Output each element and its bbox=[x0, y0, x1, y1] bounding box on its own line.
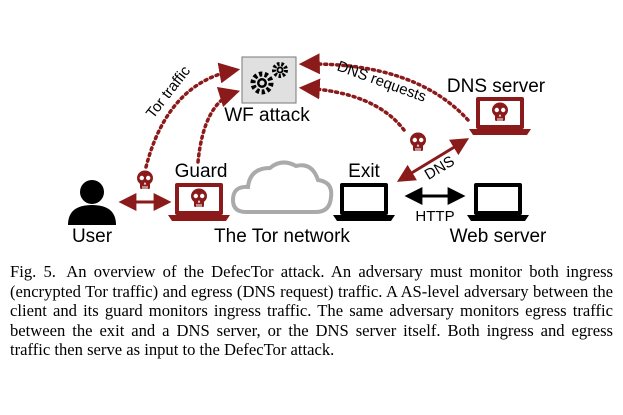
tor-traffic-arrow bbox=[144, 62, 241, 169]
wf-attack-label: WF attack bbox=[224, 105, 310, 126]
figure-number: Fig. 5. bbox=[10, 262, 56, 281]
http-label: HTTP bbox=[415, 208, 454, 225]
figure-caption: Fig. 5. An overview of the DefecTor atta… bbox=[10, 262, 613, 360]
guard-to-wf-arrow bbox=[196, 87, 241, 164]
wf-attack-box bbox=[241, 56, 297, 104]
guard-label: Guard bbox=[175, 161, 228, 182]
tor-network-cloud bbox=[230, 160, 334, 214]
egress-adversary-skull-icon bbox=[409, 132, 427, 152]
user-icon bbox=[68, 180, 116, 225]
dns-requests-arrow bbox=[298, 53, 470, 122]
egress-to-wf-arrow bbox=[298, 78, 406, 132]
exit-label: Exit bbox=[348, 161, 380, 182]
dns-server-label: DNS server bbox=[447, 76, 546, 97]
tor-network-label: The Tor network bbox=[214, 226, 350, 247]
dns-link-label: DNS bbox=[422, 153, 458, 184]
web-server-laptop-icon bbox=[467, 183, 529, 221]
web-server-label: Web server bbox=[450, 226, 547, 247]
caption-text: An overview of the DefecTor attack. An a… bbox=[10, 262, 613, 360]
defector-diagram: User Guard The Tor network Exit HTTP Web… bbox=[68, 53, 547, 247]
exit-dns-arrow bbox=[396, 138, 470, 182]
ingress-adversary-skull-icon bbox=[136, 170, 154, 190]
user-label: User bbox=[72, 226, 113, 247]
gears-icon bbox=[250, 62, 288, 95]
exit-laptop-icon bbox=[333, 183, 395, 221]
